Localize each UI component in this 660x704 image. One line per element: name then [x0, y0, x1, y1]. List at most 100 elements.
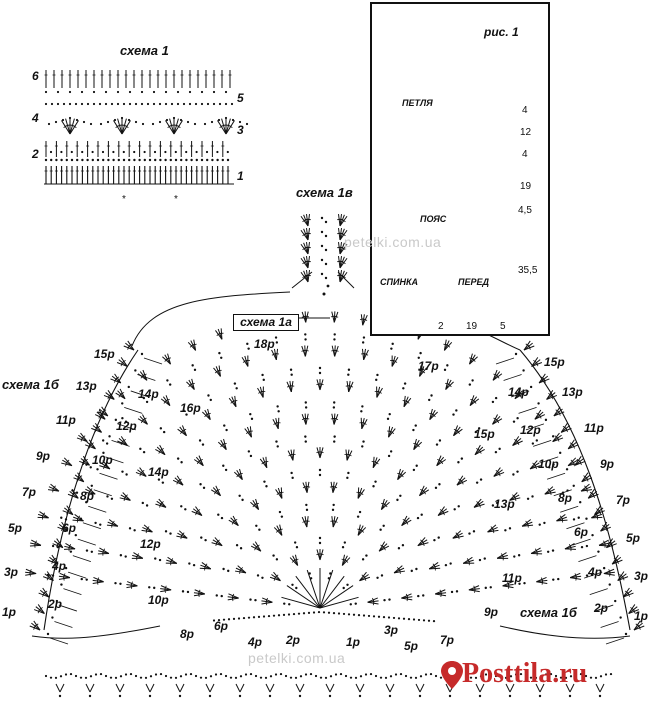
schema1a-fan	[419, 487, 428, 497]
schema1a-fan	[207, 408, 211, 420]
stitch-tick	[278, 528, 283, 531]
schema1a-fan	[453, 428, 463, 437]
schema1-row-6: 6	[32, 69, 39, 83]
schema1a-dot	[318, 541, 322, 545]
schema1a-fan	[341, 555, 348, 566]
schema1a-fan	[492, 373, 503, 381]
schema1a-dot	[397, 547, 401, 550]
belt-label: ПОЯС	[420, 214, 447, 224]
schema1a-fan	[493, 469, 503, 477]
schema1a-dot	[142, 396, 146, 400]
stitch-tick	[393, 360, 398, 363]
schema1a-fan	[190, 340, 197, 351]
schema1-dot	[133, 150, 136, 154]
schema1-dot	[195, 150, 198, 154]
border-stitch	[209, 683, 215, 693]
schema1-dot	[206, 158, 209, 162]
schema1a-dot	[94, 521, 97, 525]
schema1a-spoke	[319, 596, 359, 609]
schema1a-dot	[220, 516, 224, 520]
schema1a-fan	[178, 530, 188, 539]
schema1a-fan	[436, 455, 442, 466]
stitch-tick	[474, 588, 476, 593]
schema1-dot	[122, 150, 125, 154]
schema1a-fan	[217, 328, 223, 340]
right-row-3: 3р	[634, 569, 649, 583]
border-dot	[504, 676, 508, 679]
schema1-arch-dot	[172, 116, 176, 120]
stitch-tick	[498, 472, 501, 477]
schema1b-right-fan	[623, 592, 634, 598]
border-dot	[559, 676, 563, 679]
stitch-tick	[124, 125, 129, 128]
schema1-arch-dot	[75, 118, 79, 122]
asterisk-mark: *	[174, 194, 178, 205]
schema1a-label: схема 1а	[233, 314, 299, 331]
schema1a-fan	[272, 418, 279, 430]
schema1a-dot	[204, 538, 207, 542]
stitch-tick	[492, 529, 495, 534]
schema1a-fan	[362, 315, 368, 326]
schema1a-dot	[121, 470, 124, 473]
border-stitch	[325, 683, 331, 693]
schema1a-fan	[413, 438, 417, 450]
schema1a-fan	[160, 585, 172, 591]
schema1b-right-fan	[606, 538, 614, 548]
schema1b-left-ref	[77, 538, 96, 546]
schema1b-right-fan	[587, 491, 598, 499]
schema1a-fan	[271, 574, 281, 582]
border-dot	[329, 675, 333, 678]
schema1a-base-dot	[382, 616, 386, 619]
schema1a-dot	[220, 594, 223, 598]
schema1a-fan	[388, 426, 391, 438]
schema1a-fan	[176, 535, 188, 539]
schema1a-spoke	[286, 585, 321, 609]
schema1a-fan	[381, 501, 390, 510]
schema1v-fan	[307, 270, 310, 283]
schema1a-base-dot	[342, 612, 346, 616]
schema1a-fan	[135, 471, 147, 477]
schema1-dot	[86, 158, 89, 162]
schema1-dot	[164, 150, 167, 154]
schema1a-dot	[483, 557, 486, 560]
schema1a-dot	[180, 505, 183, 508]
schema1b-left-fan	[47, 559, 59, 565]
schema1a-fan	[249, 426, 252, 438]
stitch-tick	[384, 503, 388, 508]
schema1a-fan	[220, 439, 227, 450]
schema1b-right-ref	[605, 637, 625, 645]
schema1-arch-dot	[68, 116, 72, 120]
schema1a-fan	[159, 444, 166, 455]
schema1a-dot	[180, 461, 183, 464]
schema1b-right-ref	[510, 390, 530, 398]
schema1a-dot	[191, 364, 194, 367]
border-dot	[154, 673, 158, 676]
schema1a-dot	[90, 550, 94, 553]
stitch-tick	[29, 569, 32, 574]
left-row-12: 12р	[116, 419, 137, 433]
schema1a-dot	[249, 412, 252, 416]
stitch-tick	[176, 125, 181, 128]
arrow-left-to-1v	[131, 291, 291, 347]
schema1a-fan	[492, 414, 498, 425]
stitch-tick	[334, 349, 339, 352]
schema1a-fan	[102, 460, 111, 470]
schema1b-right-dot	[624, 632, 628, 636]
schema1a-fan	[435, 592, 447, 595]
schema1a-dot	[235, 387, 238, 390]
schema1a-dot	[142, 450, 146, 454]
schema1a-fan	[429, 411, 438, 420]
schema1a-fan	[233, 471, 243, 481]
stitch-tick	[572, 444, 575, 449]
schema1b-left-fan	[67, 493, 79, 499]
schema1a-dot	[361, 445, 364, 448]
schema1a-fan	[463, 559, 474, 564]
schema1b-left-ref	[93, 489, 112, 497]
schema1-arch-dot	[141, 122, 145, 126]
schema1a-dot	[148, 586, 151, 589]
schema1-dot	[74, 102, 78, 106]
schema1b-right-title: схема 1б	[520, 605, 577, 620]
schema1b-right-fan	[546, 394, 558, 400]
schema1a-fan	[492, 418, 503, 425]
schema1a-fan	[306, 481, 310, 493]
